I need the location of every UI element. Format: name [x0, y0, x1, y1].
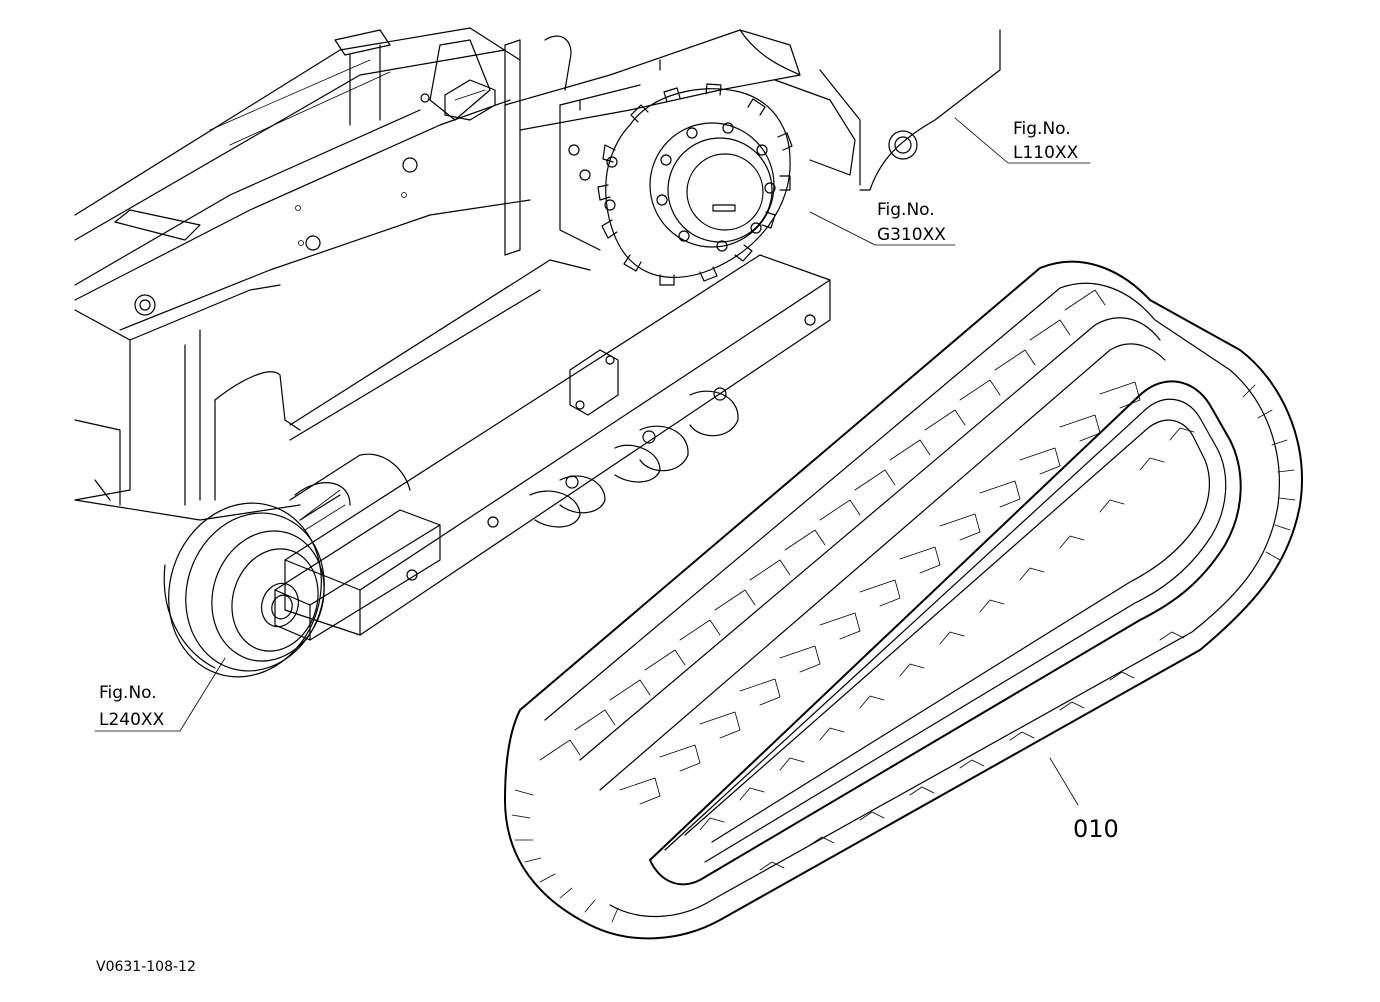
callout-l240-fig: Fig.No.: [99, 683, 157, 703]
leader-010: [1049, 757, 1079, 806]
callout-l240-code: L240XX: [99, 710, 165, 730]
leader-l110: [954, 117, 1091, 164]
drawing-id: V0631-108-12: [96, 959, 196, 975]
drive-sprocket: [559, 83, 793, 286]
leader-lines: [94, 117, 1091, 806]
part-number-label: 010: [1073, 815, 1119, 843]
front-idler-wheel: [163, 502, 325, 678]
leader-l240: [94, 657, 226, 732]
machine-frame: [74, 27, 1001, 521]
rubber-track: [504, 260, 1303, 940]
callout-g310-code: G310XX: [877, 225, 946, 245]
callout-l110-fig: Fig.No.: [1013, 119, 1071, 139]
leader-g310: [809, 211, 956, 246]
track-frame: [214, 254, 831, 641]
callout-l110-code: L110XX: [1013, 143, 1079, 163]
callout-g310-fig: Fig.No.: [877, 200, 935, 220]
